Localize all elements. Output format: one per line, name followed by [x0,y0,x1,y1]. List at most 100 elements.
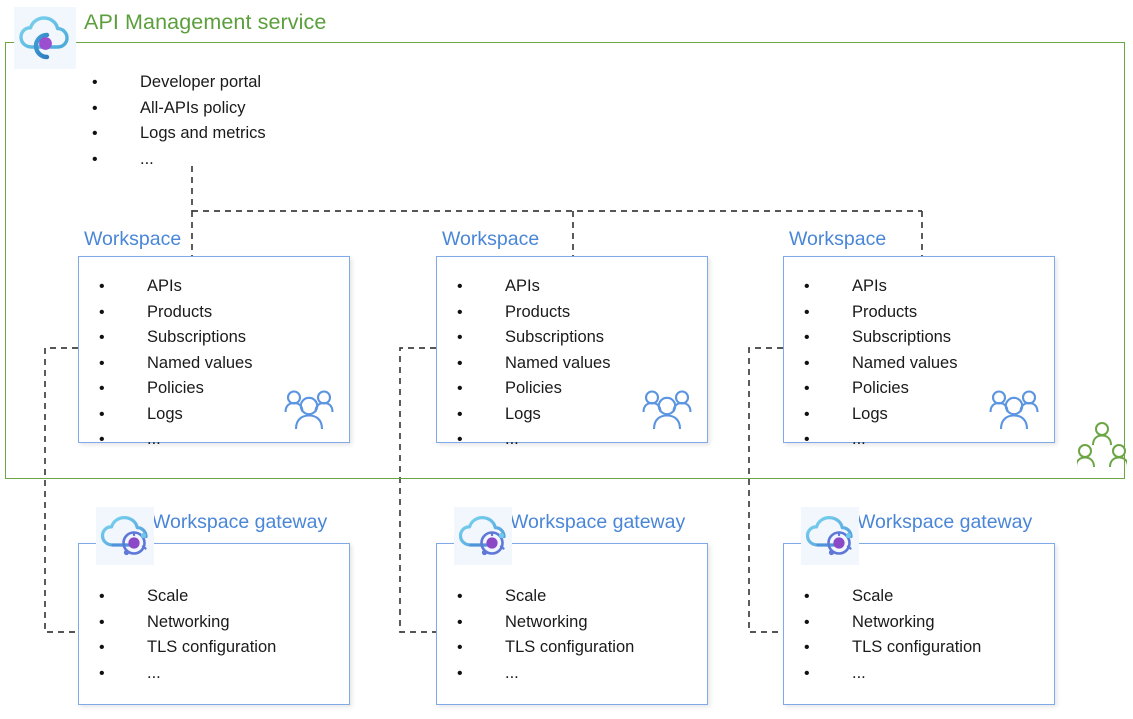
bullet-glyph: • [457,588,463,605]
workspace-label: Workspace [789,228,887,250]
bullet-glyph: • [457,329,463,346]
list-item-label: Subscriptions [852,328,952,346]
list-item-label: Subscriptions [147,328,247,346]
list-item: •Products [457,300,610,326]
list-item-label: APIs [852,277,887,295]
gateway-box: •Scale • Networking • TLS configuration •.… [783,543,1055,705]
list-item: •... [457,427,610,453]
list-item-label: Logs [505,404,541,423]
list-item-label: ... [140,149,154,168]
list-item: •APIs [457,274,610,300]
bullet-glyph: • [457,664,463,682]
bullet-glyph: • [804,405,810,423]
bullet-glyph: • [457,303,463,321]
gateway-feature-list: •Scale • Networking • TLS configuration •.… [804,584,981,686]
bullet-glyph: • [99,329,105,346]
bullet-glyph: • [457,380,463,397]
bullet-glyph: • [99,664,105,682]
bullet-glyph: • [92,125,98,142]
list-item-label: ... [147,663,161,682]
bullet-glyph: • [804,354,810,372]
list-item-label: Policies [852,379,909,397]
list-item: • APIs [804,274,957,300]
list-item-label: Subscriptions [505,328,605,346]
workspace-box: •APIs •Products •Subscriptions •Named va… [78,256,350,448]
tenant-users-icon [1075,420,1129,477]
list-item-label: TLS configuration [505,638,635,656]
bullet-glyph: • [804,431,810,448]
list-item-label: Logs [147,404,183,423]
list-item-label: Logs and metrics [140,124,266,142]
list-item: • Products [99,300,252,326]
bullet-glyph: • [804,278,810,295]
list-item: • Logs and metrics [92,121,266,147]
list-item: •... [804,661,981,687]
list-item: •... [804,427,957,453]
bullet-glyph: • [92,99,98,117]
list-item: •APIs [99,274,252,300]
bullet-glyph: • [804,380,810,397]
bullet-glyph: • [457,639,463,656]
list-item-label: Networking [147,612,230,631]
list-item: •Scale [457,584,634,610]
list-item-label: Scale [147,587,189,605]
list-item: •Logs [804,402,957,428]
gateway-label: Workspace gateway [510,511,686,533]
gateway-feature-list: •Scale •Networking •TLS configuration •.… [99,584,276,686]
bullet-glyph: • [457,613,463,631]
bullet-glyph: • [457,354,463,372]
list-item: •Policies [99,376,252,402]
bullet-glyph: • [92,150,98,168]
bullet-glyph: • [99,588,105,605]
list-item: •Networking [457,610,634,636]
page-title: API Management service [84,10,327,34]
api-management-cloud-icon [14,7,76,69]
bullet-glyph: • [99,405,105,423]
list-item: • Developer portal [92,70,266,96]
bullet-glyph: • [804,303,810,321]
list-item-label: APIs [505,277,540,295]
bullet-glyph: • [99,613,105,631]
gateway-box: •Scale •Networking •TLS configuration •.… [78,543,350,705]
list-item: • Products [804,300,957,326]
list-item: •Scale [804,584,981,610]
list-item-label: Products [147,302,213,321]
gateway-feature-list: •Scale •Networking • TLS configuration •.… [457,584,634,686]
list-item-label: ... [852,663,866,682]
bullet-glyph: • [99,380,105,397]
list-item: •... [457,661,634,687]
list-item-label: Networking [852,612,935,631]
list-item: •Named values [99,351,252,377]
list-item: •Named values [804,351,957,377]
bullet-glyph: • [457,431,463,448]
gateway-label: Workspace gateway [152,511,328,533]
list-item-label: APIs [147,277,182,295]
list-item-label: Products [852,302,918,321]
list-item: • All-APIs policy [92,96,266,122]
bullet-glyph: • [804,639,810,656]
list-item: • Networking [804,610,981,636]
list-item: • Policies [457,376,610,402]
list-item: •Subscriptions [804,325,957,351]
workspace-label: Workspace [442,228,540,250]
bullet-glyph: • [92,74,98,91]
bullet-glyph: • [99,431,105,448]
workspace-gateway-cloud-icon [96,507,154,565]
list-item: • ... [92,147,266,173]
workspace-feature-list: •APIs •Products •Subscriptions •Named va… [457,274,610,453]
workspace-feature-list: •APIs •Products •Subscriptions •Named va… [804,274,957,453]
list-item-label: ... [505,430,519,448]
list-item-label: TLS configuration [852,638,982,656]
workspace-users-icon [281,387,337,436]
list-item-label: Policies [505,379,562,397]
gateway-box: •Scale •Networking • TLS configuration •.… [436,543,708,705]
bullet-glyph: • [804,613,810,631]
list-item: • Scale [99,584,276,610]
list-item-label: ... [505,663,519,682]
bullet-glyph: • [99,303,105,321]
workspace-gateway-cloud-icon [801,507,859,565]
workspace-users-icon [986,387,1042,436]
workspace-box: •APIs •Products •Subscriptions •Named va… [783,256,1055,448]
list-item: • TLS configuration [457,635,634,661]
